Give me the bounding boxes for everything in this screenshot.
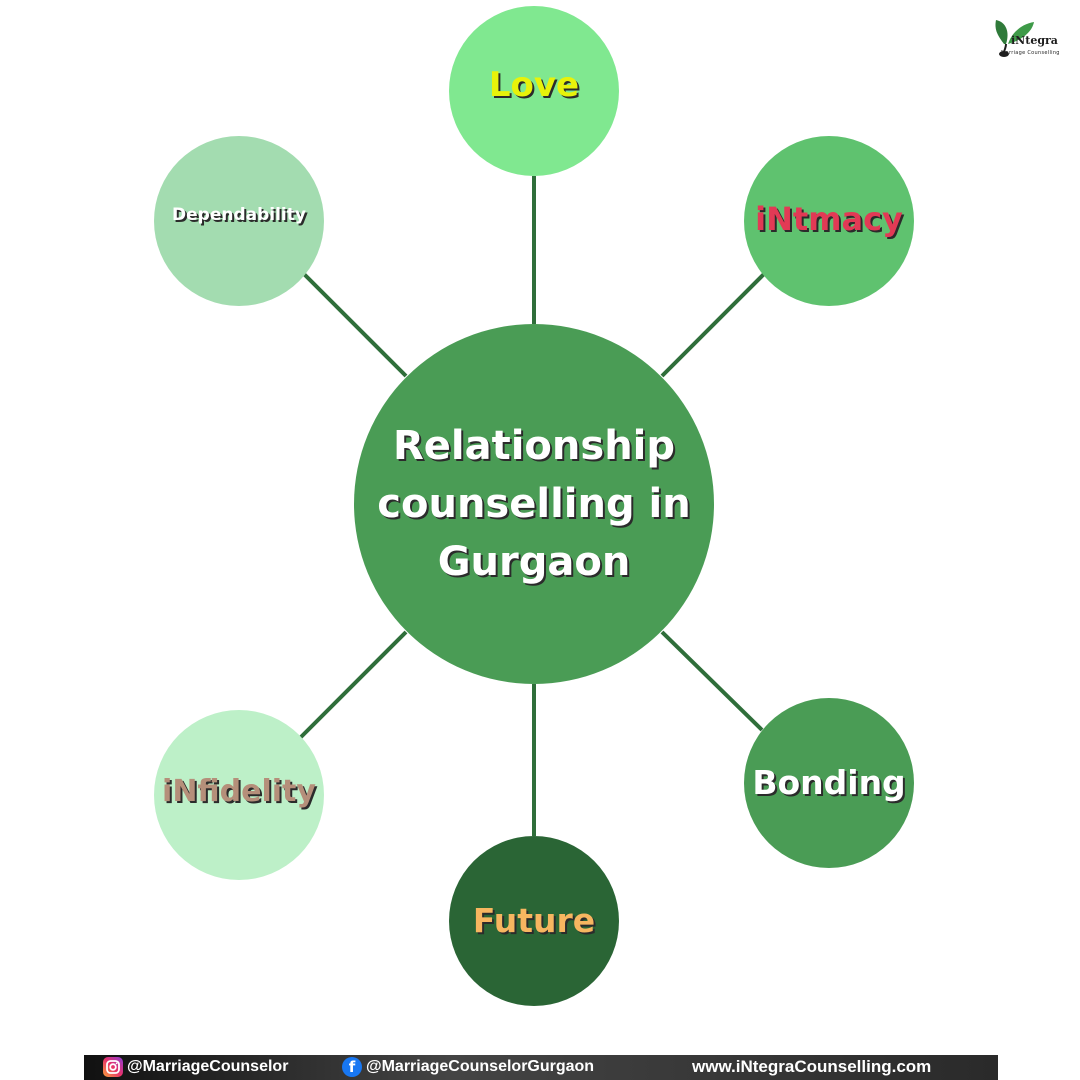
instagram-glyph-icon [106, 1060, 120, 1074]
connector-bonding [660, 630, 764, 732]
node-bonding-label: Bonding [752, 762, 906, 802]
leaf-logo-icon [995, 20, 1034, 57]
center-title: Relationship counselling in Gurgaon [377, 423, 691, 585]
node-intimacy: iNtmacy [744, 136, 914, 306]
website-link[interactable]: www.iNtegraCounselling.com [692, 1057, 932, 1076]
node-dependability-label: Dependability [172, 205, 306, 225]
node-future: Future [449, 836, 619, 1006]
node-love: Love [449, 6, 619, 176]
connector-infidelity [298, 630, 408, 740]
connector-intimacy [660, 268, 770, 378]
facebook-handle-link[interactable]: @MarriageCounselorGurgaon [366, 1058, 595, 1075]
brand-name: iNtegra [1011, 34, 1058, 47]
node-center: Relationship counselling in Gurgaon [354, 324, 714, 684]
node-love-label: Love [488, 65, 580, 105]
connector-dependability [298, 268, 408, 378]
brand-tagline: Marriage Counselling [1001, 50, 1060, 56]
node-bonding: Bonding [744, 698, 914, 868]
node-future-label: Future [472, 900, 596, 940]
node-intimacy-label: iNtmacy [755, 200, 903, 238]
node-dependability: Dependability [154, 136, 324, 306]
footer-bar [84, 1055, 998, 1080]
node-infidelity-label: iNfidelity [162, 773, 316, 809]
instagram-handle-link[interactable]: @MarriageCounselor [127, 1058, 289, 1075]
node-infidelity: iNfidelity [154, 710, 324, 880]
instagram-icon[interactable] [103, 1057, 123, 1077]
facebook-icon[interactable]: f [342, 1057, 362, 1077]
